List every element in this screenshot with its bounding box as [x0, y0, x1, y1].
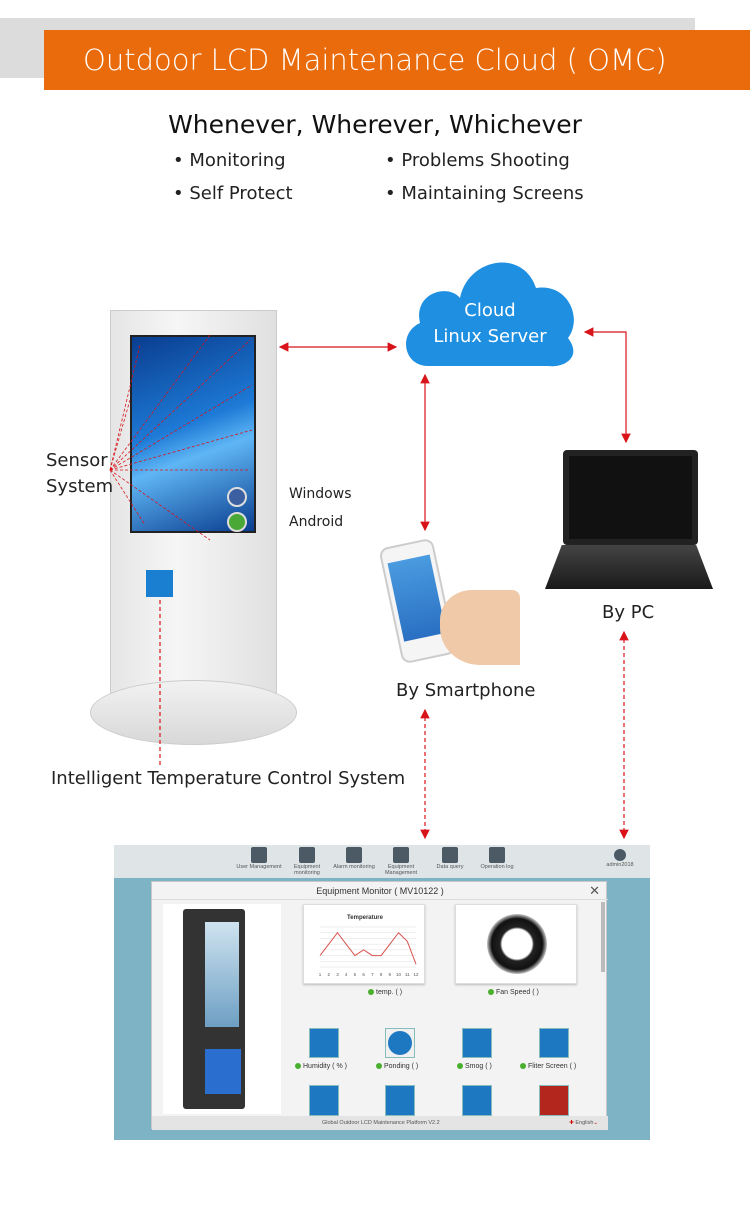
nav-equipment-monitoring[interactable]: Equipment monitoring — [282, 847, 332, 876]
window-footer: Global Outdoor LCD Maintenance Platform … — [152, 1116, 608, 1130]
ponding-icon[interactable] — [388, 1031, 412, 1055]
top-nav-bar: User Management Equipment monitoring Ala… — [114, 845, 650, 878]
temp-caption: temp. ( ) — [368, 989, 402, 996]
sensor-caption: Fliter Screen ( ) — [520, 1063, 576, 1070]
sensor-label: Sensor — [46, 450, 108, 471]
avatar — [614, 849, 626, 861]
scrollbar[interactable] — [601, 902, 605, 972]
link-icon — [393, 847, 409, 863]
hand — [440, 590, 520, 665]
window-title: Equipment Monitor ( MV10122 ) — [152, 882, 608, 900]
smartphone-label: By Smartphone — [396, 680, 536, 701]
screen-icon[interactable] — [309, 1085, 339, 1116]
x-tick-label: 6 — [362, 972, 365, 977]
sensor-caption: Smog ( ) — [457, 1063, 492, 1070]
x-tick-label: 1 — [319, 972, 322, 977]
disc-icon — [442, 847, 458, 863]
status-dot — [488, 989, 494, 995]
pc-label: By PC — [602, 602, 655, 623]
nav-operation-log[interactable]: Operation log — [472, 847, 522, 870]
page-title: Outdoor LCD Maintenance Cloud ( OMC) — [83, 43, 667, 77]
x-tick-label: 7 — [371, 972, 374, 977]
os-label-android: Android — [289, 514, 344, 530]
kiosk-base — [90, 680, 297, 745]
android-icon — [227, 512, 247, 532]
sensor-caption: Humidity ( % ) — [295, 1063, 347, 1070]
fan-caption: Fan Speed ( ) — [488, 989, 539, 996]
bullet: • Maintaining Screens — [385, 183, 584, 204]
touch-icon[interactable] — [385, 1085, 415, 1116]
laptop-icon — [563, 450, 698, 545]
cloud-icon — [406, 262, 574, 367]
user-icon — [251, 847, 267, 863]
bullet: • Self Protect — [173, 183, 293, 204]
bullet: • Problems Shooting — [385, 150, 570, 171]
filter-screen-icon[interactable] — [539, 1028, 569, 1058]
humidity-icon[interactable] — [309, 1028, 339, 1058]
alarm-icon — [346, 847, 362, 863]
temperature-line — [319, 931, 417, 965]
os-label-windows: Windows — [289, 486, 352, 502]
fan-card[interactable] — [455, 904, 577, 984]
nav-data-query[interactable]: Data query — [425, 847, 475, 870]
windows-icon — [227, 487, 247, 507]
nav-alarm-monitoring[interactable]: Alarm monitoring — [329, 847, 379, 870]
x-tick-label: 12 — [413, 972, 419, 977]
temperature-control-icon — [146, 570, 173, 597]
footer-text: Global Outdoor LCD Maintenance Platform … — [322, 1120, 440, 1126]
cabinet-icon[interactable] — [462, 1085, 492, 1116]
temperature-control-label: Intelligent Temperature Control System — [51, 768, 406, 789]
status-dot — [368, 989, 374, 995]
x-tick-label: 5 — [354, 972, 357, 977]
user-account[interactable]: admin2018 — [595, 847, 645, 868]
sensor-label: System — [46, 476, 114, 497]
language-selector[interactable]: ✚ English⌄ — [569, 1120, 598, 1126]
cloud-label-1: Cloud — [464, 300, 516, 321]
x-tick-label: 8 — [380, 972, 383, 977]
x-tick-label: 4 — [345, 972, 348, 977]
nav-user-management[interactable]: User Management — [234, 847, 284, 870]
fan-icon — [487, 914, 547, 974]
sensor-caption: Ponding ( ) — [376, 1063, 418, 1070]
x-tick-label: 2 — [327, 972, 330, 977]
monitor-icon — [299, 847, 315, 863]
chart-title: Temperature — [347, 915, 384, 921]
bullet: • Monitoring — [173, 150, 286, 171]
x-tick-label: 10 — [396, 972, 402, 977]
log-icon — [489, 847, 505, 863]
x-tick-label: 3 — [336, 972, 339, 977]
heater-icon[interactable] — [539, 1085, 569, 1116]
laptop-keyboard — [545, 545, 713, 589]
nav-equipment-management[interactable]: Equipment Management — [376, 847, 426, 876]
close-icon[interactable]: ✕ — [589, 883, 600, 898]
equipment-monitor-window: Equipment Monitor ( MV10122 ) ✕ Temperat… — [151, 881, 608, 1130]
tagline: Whenever, Wherever, Whichever — [168, 110, 582, 139]
cloud-label-2: Linux Server — [433, 326, 547, 347]
platform-screenshot: User Management Equipment monitoring Ala… — [114, 845, 650, 1140]
title-banner: Outdoor LCD Maintenance Cloud ( OMC) — [44, 30, 750, 90]
cloud-label: Cloud Linux Server — [398, 298, 582, 350]
x-tick-label: 11 — [405, 972, 410, 977]
x-tick-label: 9 — [389, 972, 392, 977]
device-image — [163, 904, 281, 1114]
smog-icon[interactable] — [462, 1028, 492, 1058]
